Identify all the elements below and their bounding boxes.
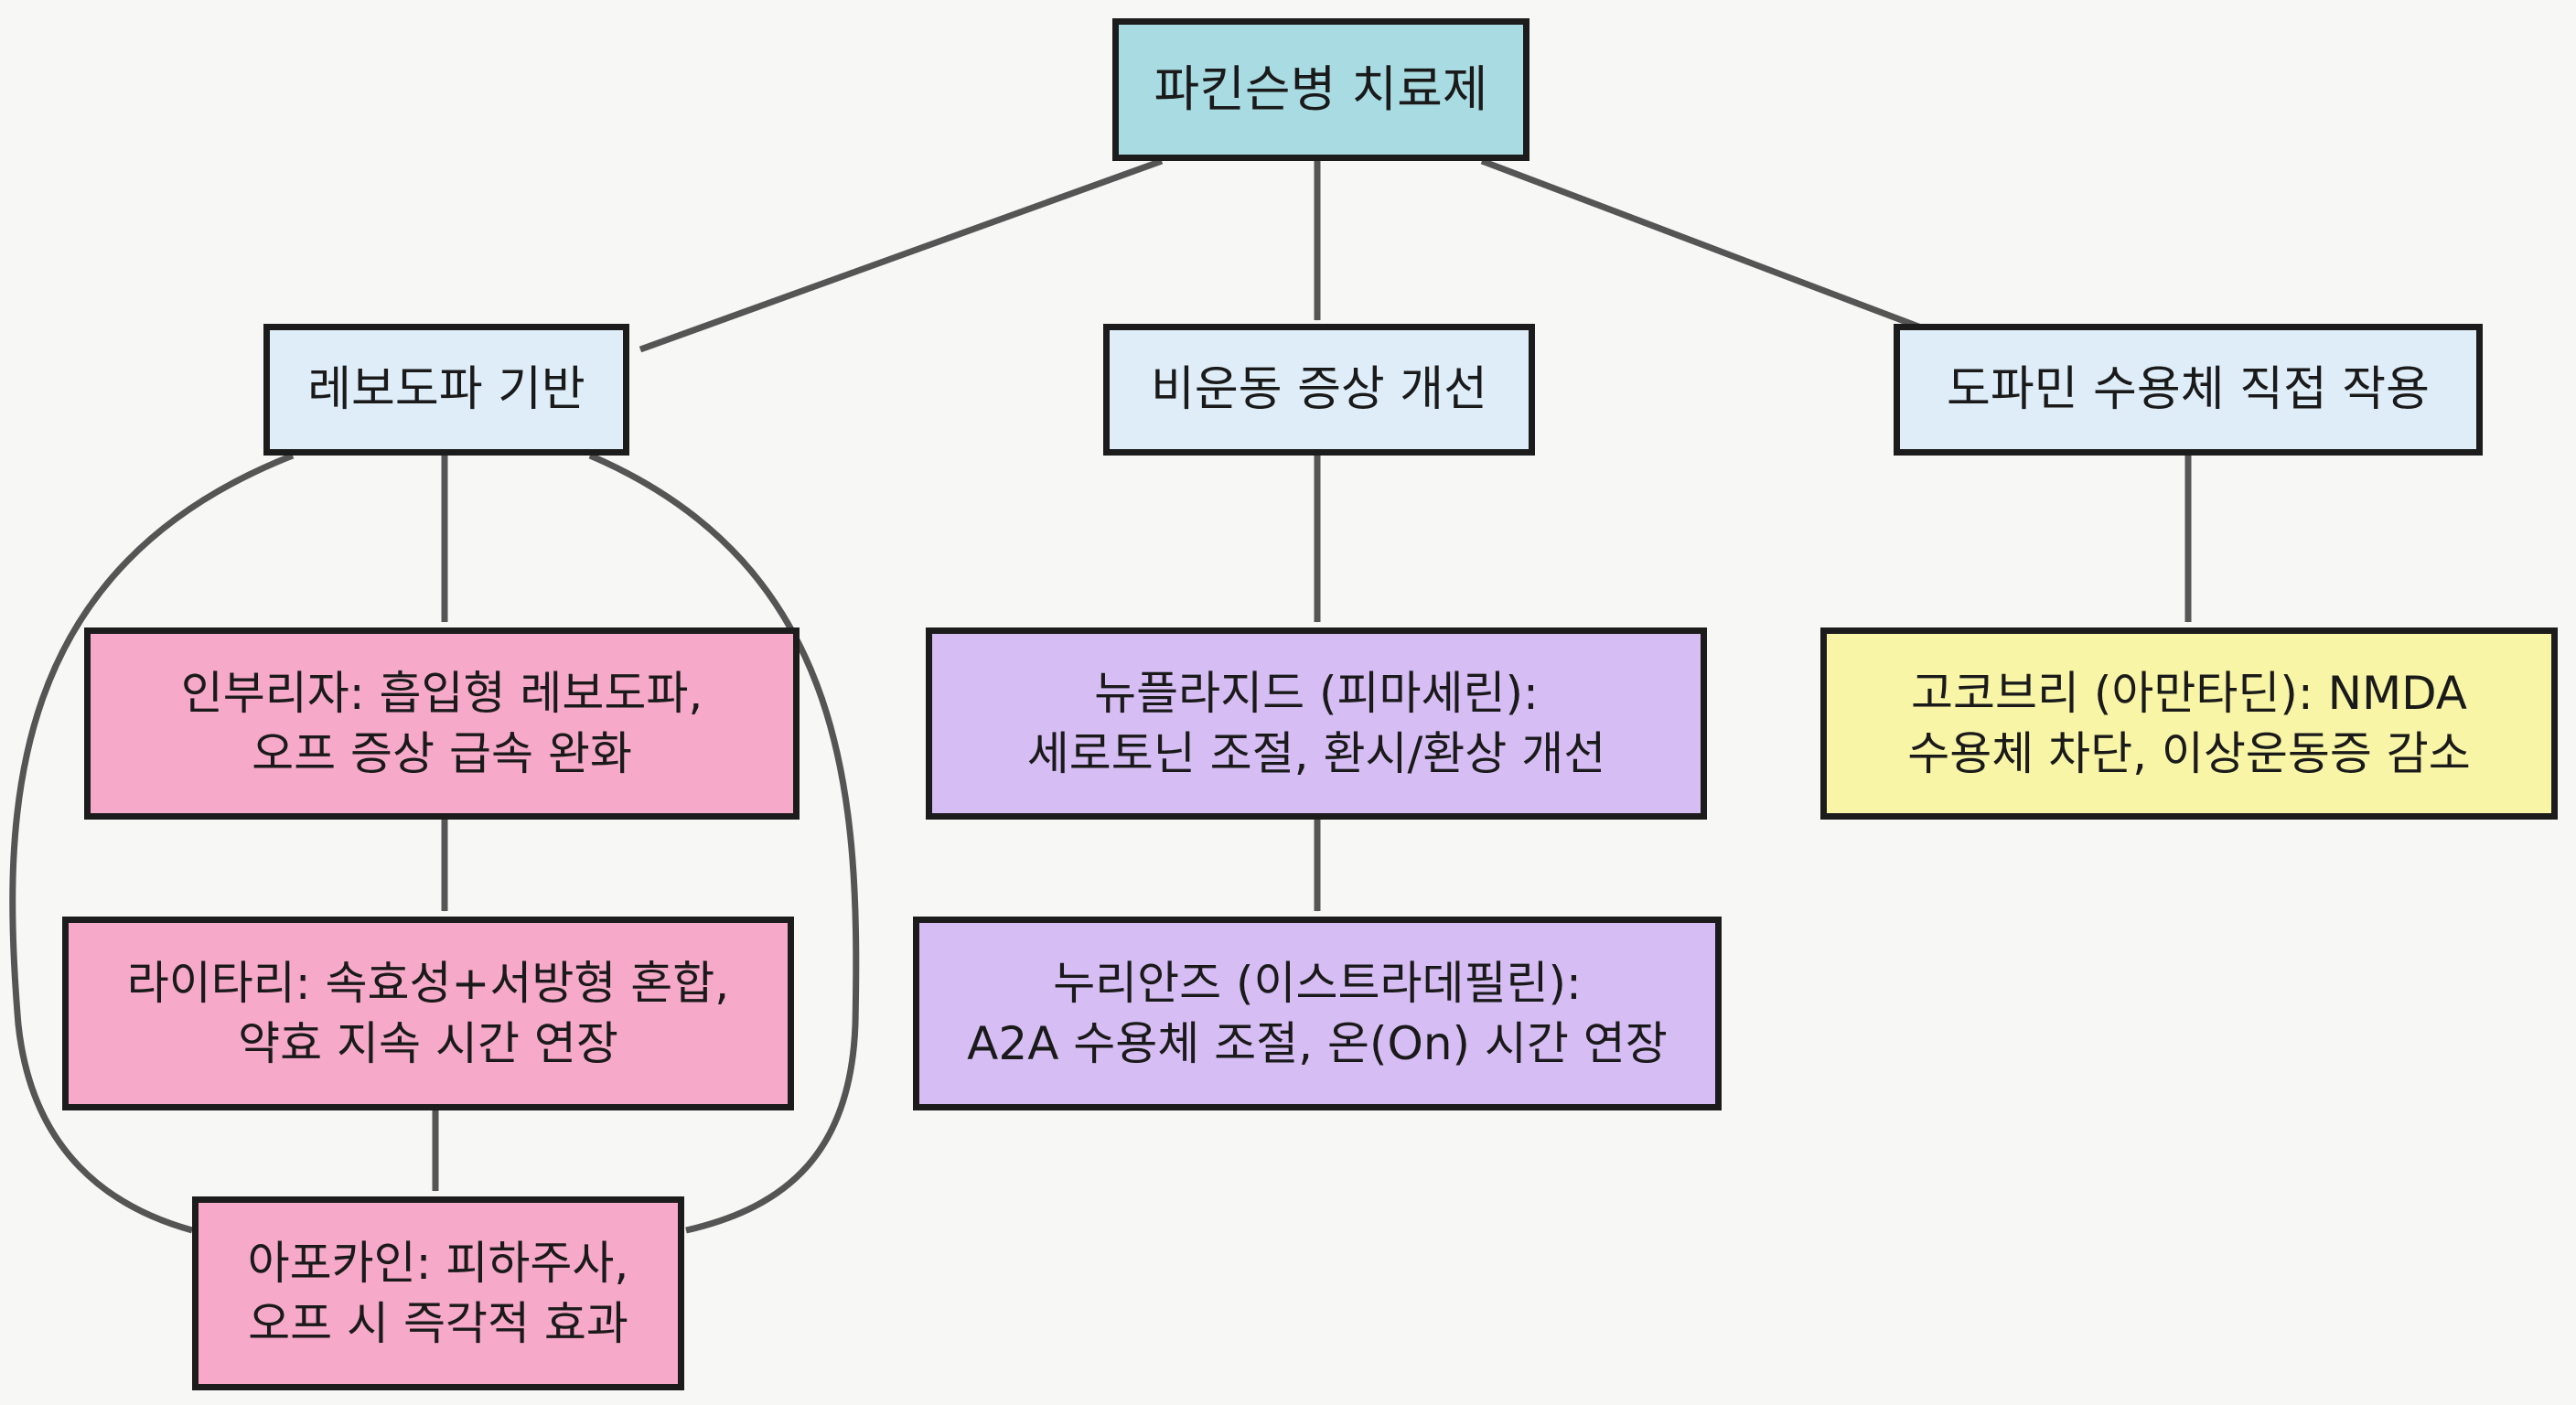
drug-line-1: 누리안즈 (이스트라데필린): [1053, 957, 1582, 1010]
category-label: 도파민 수용체 직접 작용 [1947, 361, 2430, 417]
drug-line-2: 수용체 차단, 이상운동증 감소 [1907, 727, 2471, 780]
root-node: 파킨슨병 치료제 [1112, 18, 1530, 161]
arrow-root-to-levodopa [639, 157, 1164, 353]
arrow-levodopa-to-apokyn-right [588, 452, 860, 1234]
arrow-levodopa-to-apokyn-left [9, 452, 295, 1234]
drug-line-1: 뉴플라지드 (피마세린): [1094, 667, 1539, 720]
drug-apokyn: 아포카인: 피하주사, 오프 시 즉각적 효과 [192, 1196, 684, 1390]
drug-line-2: 세로토닌 조절, 환시/환상 개선 [1026, 727, 1606, 780]
drug-nourianz: 누리안즈 (이스트라데필린): A2A 수용체 조절, 온(On) 시간 연장 [913, 917, 1722, 1110]
drug-gocovri: 고코브리 (아만타딘): NMDA 수용체 차단, 이상운동증 감소 [1820, 627, 2558, 820]
drug-line-2: 약효 지속 시간 연장 [238, 1017, 618, 1070]
category-nonmotor: 비운동 증상 개선 [1103, 324, 1535, 456]
drug-line-2: A2A 수용체 조절, 온(On) 시간 연장 [967, 1017, 1668, 1070]
category-levodopa: 레보도파 기반 [263, 324, 629, 456]
drug-line-2: 오프 증상 급속 완화 [252, 727, 632, 780]
drug-line-1: 인부리자: 흡입형 레보도파, [180, 667, 703, 720]
drug-line-1: 아포카인: 피하주사, [247, 1237, 629, 1290]
root-label: 파킨슨병 치료제 [1154, 60, 1488, 119]
drug-rytary: 라이타리: 속효성+서방형 혼합, 약효 지속 시간 연장 [62, 917, 794, 1110]
category-receptor: 도파민 수용체 직접 작용 [1894, 324, 2483, 456]
category-label: 비운동 증상 개선 [1151, 361, 1487, 417]
category-label: 레보도파 기반 [307, 361, 585, 417]
drug-line-1: 고코브리 (아만타딘): NMDA [1910, 667, 2467, 720]
drug-inbrija: 인부리자: 흡입형 레보도파, 오프 증상 급속 완화 [84, 627, 800, 820]
arrow-root-to-receptor [1480, 157, 1923, 331]
drug-line-2: 오프 시 즉각적 효과 [248, 1297, 628, 1350]
drug-nuplazid: 뉴플라지드 (피마세린): 세로토닌 조절, 환시/환상 개선 [926, 627, 1707, 820]
drug-line-1: 라이타리: 속효성+서방형 혼합, [126, 957, 730, 1010]
